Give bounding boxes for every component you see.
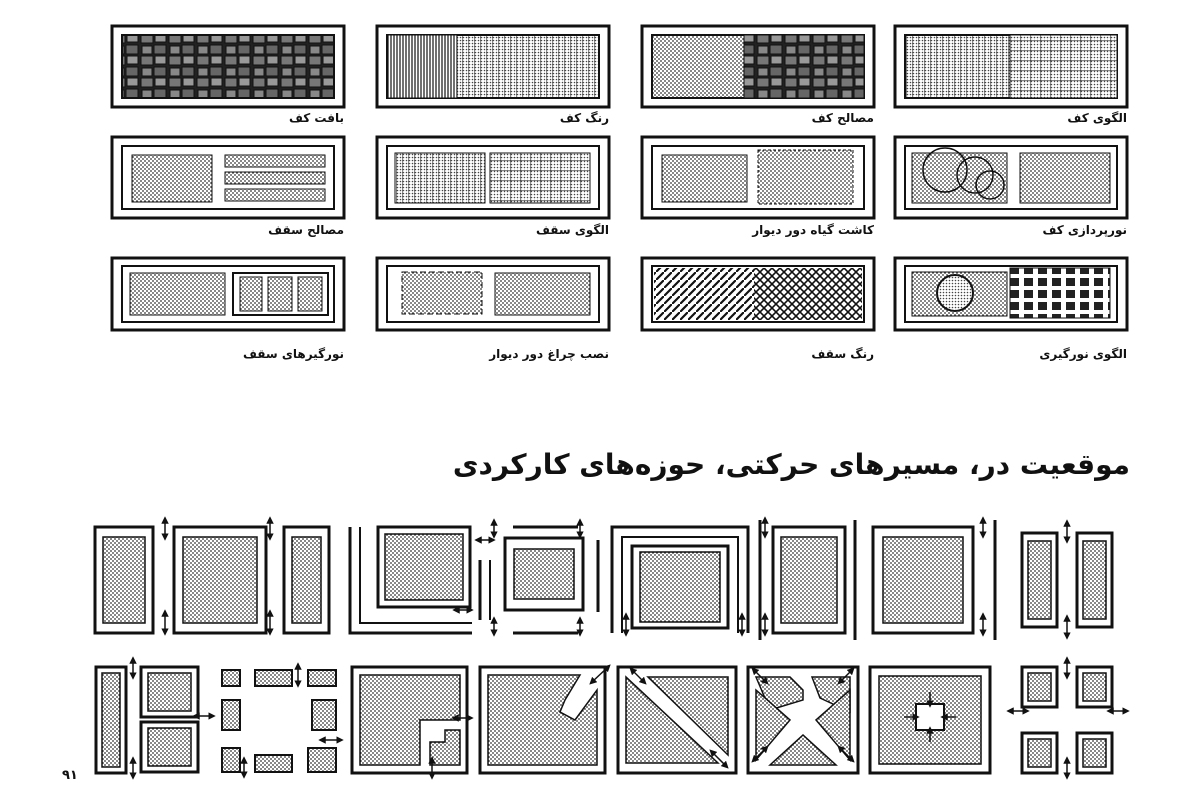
caption-floor-material: مصالح کف xyxy=(811,111,874,125)
caption-floor-pattern: الگوی کف xyxy=(1067,111,1127,125)
caption-ceiling-lights: نورگیرهای سقف xyxy=(242,347,344,361)
panel-wall-plants xyxy=(640,135,876,220)
caption-wall-plants: کاشت گیاه دور دیوار xyxy=(752,223,874,237)
panel-ceiling-lights xyxy=(110,256,346,332)
caption-floor-color: رنگ کف xyxy=(559,111,609,125)
panel-skylight-pattern xyxy=(893,256,1129,332)
circulation-diagrams-row-2 xyxy=(94,656,1130,780)
caption-skylight-pattern: الگوی نورگیری xyxy=(1039,347,1127,361)
panel-floor-color xyxy=(375,24,611,109)
panel-floor-material xyxy=(640,24,876,109)
caption-wall-lamps: نصب چراغ دور دیوار xyxy=(489,347,609,361)
page-number: ۹۱ xyxy=(62,768,78,783)
panel-ceiling-pattern xyxy=(375,135,611,220)
caption-floor-lighting: نورپردازی کف xyxy=(1042,223,1127,237)
panel-wall-lamps xyxy=(375,256,611,332)
caption-ceiling-color: رنگ سقف xyxy=(811,347,874,361)
caption-ceiling-pattern: الگوی سقف xyxy=(535,223,609,237)
caption-floor-texture: بافت کف xyxy=(288,111,344,125)
panel-ceiling-material xyxy=(110,135,346,220)
panel-floor-pattern xyxy=(893,24,1129,109)
caption-ceiling-material: مصالح سقف xyxy=(268,223,344,237)
panel-floor-lighting xyxy=(893,135,1129,220)
panel-floor-texture xyxy=(110,24,346,109)
panel-ceiling-color xyxy=(640,256,876,332)
section-heading: موقعیت در، مسیرهای حرکتی، حوزه‌های کارکر… xyxy=(452,448,1130,481)
circulation-diagrams-row-1 xyxy=(93,516,1114,640)
